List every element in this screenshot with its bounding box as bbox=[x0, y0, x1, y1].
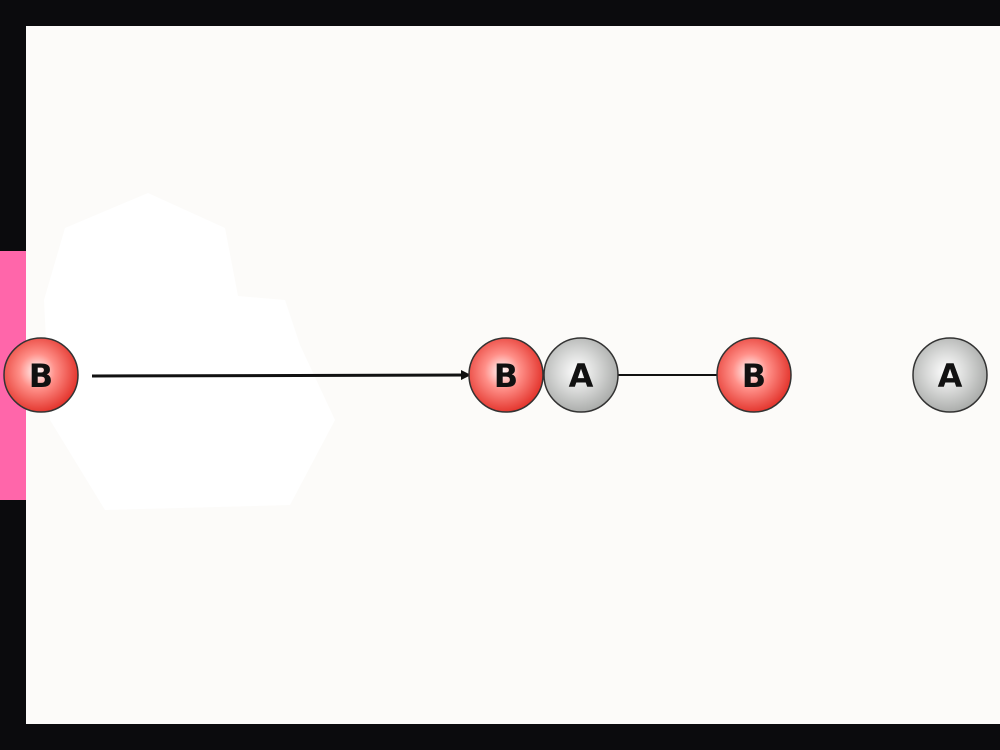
motion-arrow bbox=[91, 370, 471, 381]
ball-label: B bbox=[29, 357, 53, 395]
ball-b-right: B bbox=[716, 337, 792, 413]
background-blob bbox=[44, 193, 335, 510]
ball-label: B bbox=[742, 357, 766, 395]
ball-a-middle: A bbox=[543, 337, 619, 413]
ball-a-right: A bbox=[912, 337, 988, 413]
ball-b-middle: B bbox=[468, 337, 544, 413]
ball-label: A bbox=[569, 357, 594, 395]
ball-label: A bbox=[938, 357, 963, 395]
ball-b-left: B bbox=[3, 337, 79, 413]
ball-label: B bbox=[494, 357, 518, 395]
